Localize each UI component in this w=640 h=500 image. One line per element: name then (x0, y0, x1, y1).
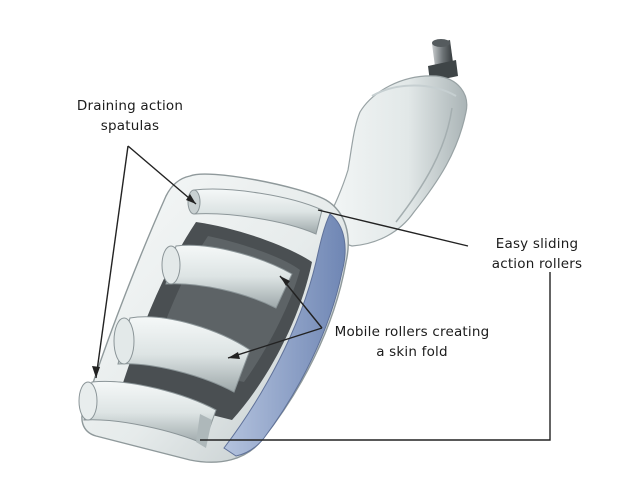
leader-lines (95, 145, 551, 441)
label-draining-spatulas-line2: spatulas (100, 118, 160, 134)
leader-easy-top (317, 209, 469, 247)
label-easy-sliding-rollers-line2: action rollers (491, 256, 583, 272)
leader-spatulas-to-bottom (95, 145, 129, 379)
upper-mobile-roller (161, 244, 293, 309)
leader-easy-bottom (200, 272, 551, 441)
leader-mobile-lower (227, 327, 323, 359)
device-handle (319, 75, 468, 247)
label-easy-sliding-rollers-line1: Easy sliding (495, 236, 579, 252)
label-draining-spatulas-line1: Draining action (76, 98, 184, 114)
leader-spatulas-to-top (127, 145, 197, 205)
label-mobile-rollers-line1: Mobile rollers creating (334, 324, 490, 340)
label-mobile-rollers-line2: a skin fold (376, 344, 448, 360)
label-draining-spatulas: Draining action spatulas (60, 96, 200, 136)
label-mobile-rollers: Mobile rollers creating a skin fold (312, 322, 512, 362)
lower-mobile-roller (113, 316, 251, 393)
arrowheads (92, 194, 290, 378)
label-easy-sliding-rollers: Easy sliding action rollers (462, 234, 612, 274)
